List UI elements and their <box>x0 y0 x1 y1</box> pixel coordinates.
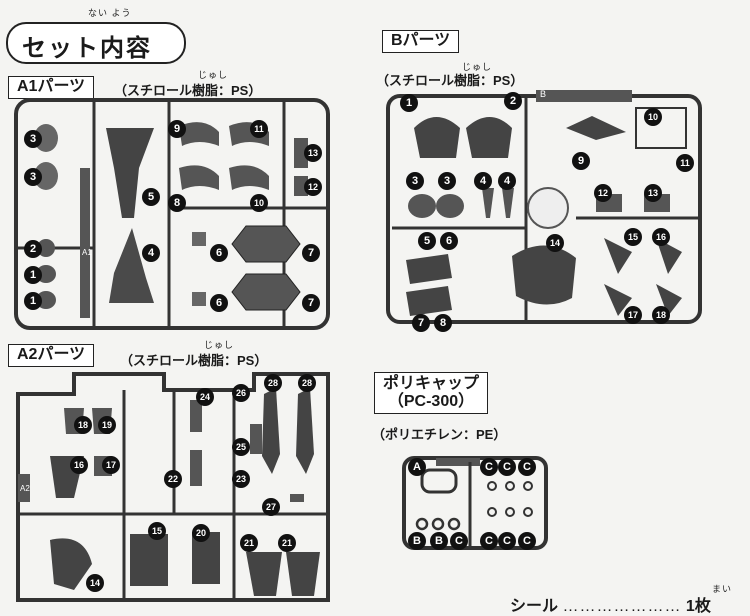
part-number-badge: 24 <box>196 388 214 406</box>
part-number-badge: 15 <box>624 228 642 246</box>
page-title: セット内容 <box>22 35 152 62</box>
part-number-badge: 18 <box>652 306 670 324</box>
part-number-badge: 9 <box>572 152 590 170</box>
a1-gate-label: A1 <box>82 248 92 257</box>
b-gate-label: B <box>540 89 547 99</box>
part-number-badge: 7 <box>302 244 320 262</box>
part-number-badge: C <box>480 532 498 550</box>
part-number-badge: 9 <box>168 120 186 138</box>
a1-material-label: （スチロール樹脂：PS） <box>114 83 262 98</box>
part-number-badge: 12 <box>594 184 612 202</box>
seal-ruby: まい <box>712 584 733 594</box>
part-number-badge: 13 <box>304 144 322 162</box>
part-number-badge: 14 <box>546 234 564 252</box>
part-number-badge: 8 <box>168 194 186 212</box>
seal-label: シール <box>510 598 559 615</box>
part-number-badge: 8 <box>434 314 452 332</box>
part-number-badge: 25 <box>232 438 250 456</box>
a2-material-label: （スチロール樹脂：PS） <box>120 353 268 368</box>
a2-resin-ruby: じゅし <box>204 340 235 350</box>
part-number-badge: 15 <box>148 522 166 540</box>
part-number-badge: B <box>430 532 448 550</box>
pc-label-line1: ポリキャップ <box>383 375 480 392</box>
part-number-badge: 16 <box>652 228 670 246</box>
b-material-label: （スチロール樹脂：PS） <box>376 73 524 88</box>
a1-section-label: A1パーツ <box>8 76 95 99</box>
part-number-badge: 23 <box>232 470 250 488</box>
part-number-badge: 28 <box>298 374 316 392</box>
part-number-badge: 20 <box>192 524 210 542</box>
pc-material-label: （ポリエチレン：PE） <box>372 427 507 442</box>
part-number-badge: 3 <box>24 168 42 186</box>
part-number-badge: 11 <box>250 120 268 138</box>
part-number-badge: 11 <box>676 154 694 172</box>
part-number-badge: 17 <box>102 456 120 474</box>
part-number-badge: 18 <box>74 416 92 434</box>
part-number-badge: 7 <box>302 294 320 312</box>
part-number-badge: 10 <box>250 194 268 212</box>
part-number-badge: 21 <box>240 534 258 552</box>
pc-section-label: ポリキャップ （PC-300） <box>374 372 489 414</box>
part-number-badge: 3 <box>438 172 456 190</box>
part-number-badge: 17 <box>624 306 642 324</box>
part-number-badge: C <box>518 532 536 550</box>
part-number-badge: C <box>450 532 468 550</box>
b-section-label: Bパーツ <box>382 30 460 53</box>
part-number-badge: A <box>408 458 426 476</box>
part-number-badge: 3 <box>24 130 42 148</box>
part-number-badge: 7 <box>412 314 430 332</box>
part-number-badge: 6 <box>210 294 228 312</box>
a2-runner: A2 18 19 16 17 15 14 24 22 20 26 25 23 21 21 28 28 27 <box>14 364 332 604</box>
part-number-badge: 5 <box>418 232 436 250</box>
part-number-badge: 5 <box>142 188 160 206</box>
part-number-badge: 10 <box>644 108 662 126</box>
part-number-badge: 13 <box>644 184 662 202</box>
part-number-badge: 22 <box>164 470 182 488</box>
a1-resin-ruby: じゅし <box>198 70 229 80</box>
part-number-badge: 6 <box>440 232 458 250</box>
part-number-badge: 1 <box>24 266 42 284</box>
part-number-badge: 4 <box>142 244 160 262</box>
title-ruby: ない よう <box>88 8 132 18</box>
a2-section-label: A2パーツ <box>8 344 95 367</box>
part-number-badge: 19 <box>98 416 116 434</box>
part-number-badge: 28 <box>264 374 282 392</box>
part-number-badge: 16 <box>70 456 88 474</box>
part-number-badge: 21 <box>278 534 296 552</box>
part-number-badge: 4 <box>498 172 516 190</box>
part-number-badge: 4 <box>474 172 492 190</box>
a2-part-numbers: 18 19 16 17 15 14 24 22 20 26 25 23 21 21 28 28 27 <box>14 364 332 604</box>
part-number-badge: 1 <box>400 94 418 112</box>
part-number-badge: 6 <box>210 244 228 262</box>
b-resin-ruby: じゅし <box>462 62 493 72</box>
part-number-badge: C <box>518 458 536 476</box>
part-number-badge: C <box>498 532 516 550</box>
pc-label-line2: （PC-300） <box>387 393 475 410</box>
part-number-badge: 27 <box>262 498 280 516</box>
part-number-badge: 12 <box>304 178 322 196</box>
part-number-badge: 1 <box>24 292 42 310</box>
seal-line: シール ………………… 1枚 <box>510 592 711 616</box>
part-number-badge: C <box>498 458 516 476</box>
seal-leader-dots: ………………… <box>562 598 682 615</box>
part-number-badge: 26 <box>232 384 250 402</box>
part-number-badge: B <box>408 532 426 550</box>
page-title-box: セット内容 <box>6 22 186 64</box>
part-number-badge: 2 <box>504 92 522 110</box>
part-number-badge: 3 <box>406 172 424 190</box>
a2-gate-label: A2 <box>20 484 30 493</box>
seal-count: 1枚 <box>685 598 711 615</box>
part-number-badge: 2 <box>24 240 42 258</box>
part-number-badge: 14 <box>86 574 104 592</box>
part-number-badge: C <box>480 458 498 476</box>
